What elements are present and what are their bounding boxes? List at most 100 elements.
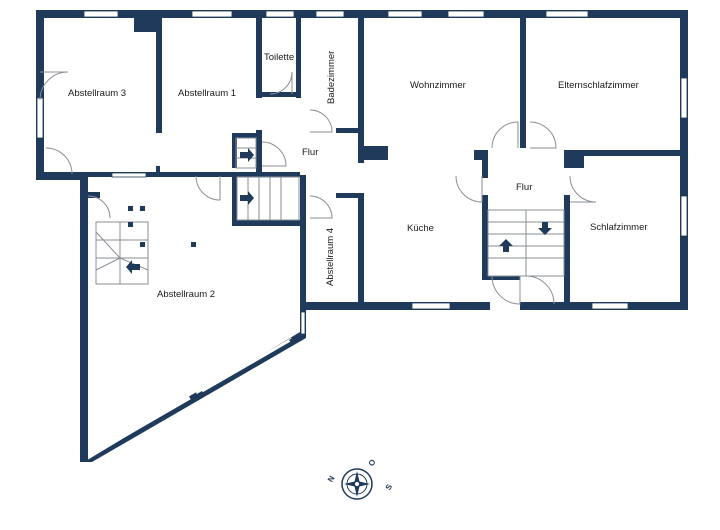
spiral-stair <box>95 221 149 285</box>
wall-bad-west <box>296 18 301 98</box>
stairs-left <box>235 137 300 221</box>
window-east-2 <box>680 195 688 237</box>
columns <box>128 166 196 247</box>
window-north-5 <box>387 10 423 18</box>
window-north-6 <box>447 10 485 18</box>
wall-left-stair-south <box>232 220 302 226</box>
compass: N O S <box>326 458 395 500</box>
wall-north-right <box>358 10 688 18</box>
window-north-2 <box>191 10 233 18</box>
window-north-1 <box>83 10 119 18</box>
column <box>156 166 160 172</box>
walls <box>36 10 688 462</box>
wall-abstell2-lip <box>80 192 100 198</box>
column <box>140 242 145 247</box>
room-label-wohnzimmer: Wohnzimmer <box>410 80 466 91</box>
window-diagonal-2 <box>201 337 293 393</box>
stairs-right <box>487 209 565 277</box>
wall-abstell1-toilette <box>256 18 262 98</box>
stair-left-small <box>235 137 257 169</box>
column <box>191 242 196 247</box>
stair-left-main <box>236 176 300 221</box>
window-abstell2-east <box>300 311 306 335</box>
wall-flur-right-post <box>482 150 488 178</box>
wall-wohn-eltern <box>520 18 526 148</box>
wall-abstell2-west <box>80 172 88 462</box>
window-south-1 <box>411 302 451 310</box>
wall-abstell3-abstell1 <box>156 18 162 133</box>
room-label-abstellraum3: Abstellraum 3 <box>68 88 126 99</box>
wall-toilette-south <box>262 92 298 97</box>
window-diagonal-1 <box>99 396 191 452</box>
wall-schlaf-west <box>564 195 570 310</box>
stairs-abstell2 <box>95 221 149 285</box>
room-labels: Abstellraum 3 Abstellraum 1 Toilette Bad… <box>68 51 648 300</box>
wall-bad-south <box>336 128 364 133</box>
door-flur-left <box>261 141 287 167</box>
door-schlaf-flur <box>569 175 597 203</box>
room-label-toilette: Toilette <box>264 52 294 63</box>
door-toilette <box>269 71 293 95</box>
wall-bad-east <box>358 18 364 163</box>
compass-north: N <box>326 474 337 484</box>
window-north-7 <box>545 10 589 18</box>
wall-stair-right-south <box>488 276 520 280</box>
wall-flur-right-left <box>474 150 488 160</box>
compass-south: S <box>384 482 395 492</box>
window-west-1 <box>36 97 44 139</box>
wall-eltern-south <box>564 150 688 156</box>
wall-east <box>680 10 688 310</box>
wall-flur-chimney <box>362 146 388 160</box>
door-abstell3-bottom <box>45 147 73 175</box>
wall-left-stair-west <box>232 175 237 225</box>
room-label-schlafzimmer: Schlafzimmer <box>590 222 648 233</box>
wall-stair-box-top <box>232 133 262 138</box>
compass-ring <box>341 468 373 500</box>
wall-abstell3-corner <box>134 10 156 32</box>
window-diagonal-post-2 <box>289 334 301 346</box>
wall-abstell4-top <box>336 193 364 198</box>
door-abstell4 <box>309 195 333 219</box>
compass-center <box>355 482 359 486</box>
room-label-kueche: Küche <box>407 223 434 234</box>
door-mid-1 <box>195 175 221 201</box>
room-label-abstellraum1: Abstellraum 1 <box>178 88 236 99</box>
window-diagonal-post-1 <box>189 392 199 402</box>
wall-flur-west <box>256 130 262 175</box>
door-abstell3-entry <box>39 71 69 101</box>
stair-arrows <box>126 148 552 274</box>
wall-stair-box-left <box>232 133 237 168</box>
room-label-abstellraum4: Abstellraum 4 <box>325 228 336 286</box>
wall-south-middle <box>300 302 490 310</box>
wall-kueche-west <box>358 193 364 308</box>
arrow-up-icon <box>499 239 513 252</box>
room-label-badezimmer: Badezimmer <box>326 51 337 104</box>
window-east-1 <box>680 77 688 119</box>
wall-abstell3-south <box>36 172 86 180</box>
arrow-down-icon <box>538 222 552 235</box>
arrow-right-icon <box>240 148 254 162</box>
door-eltern-flur <box>529 121 557 149</box>
room-label-elternschlafzimmer: Elternschlafzimmer <box>558 80 639 91</box>
compass-east: O <box>367 458 378 468</box>
arrow-left-icon <box>126 260 140 274</box>
door-entrance <box>491 275 555 305</box>
door-wohn-flur <box>491 121 519 149</box>
doors <box>39 71 597 305</box>
wall-mid-horizontal <box>80 172 300 177</box>
room-label-flur-right: Flur <box>516 182 532 193</box>
arrow-right-icon <box>240 191 254 205</box>
room-label-abstellraum2: Abstellraum 2 <box>157 289 215 300</box>
window-north-4 <box>315 10 345 18</box>
window-south-2 <box>591 302 629 310</box>
column <box>128 222 133 227</box>
windows <box>36 10 688 452</box>
window-mid-1 <box>111 172 147 178</box>
column <box>128 206 133 211</box>
wall-flur-right-chimney <box>564 150 584 168</box>
column <box>140 206 145 211</box>
door-abstell2-top <box>87 195 111 219</box>
door-bad <box>309 109 333 133</box>
window-north-3 <box>265 10 295 18</box>
